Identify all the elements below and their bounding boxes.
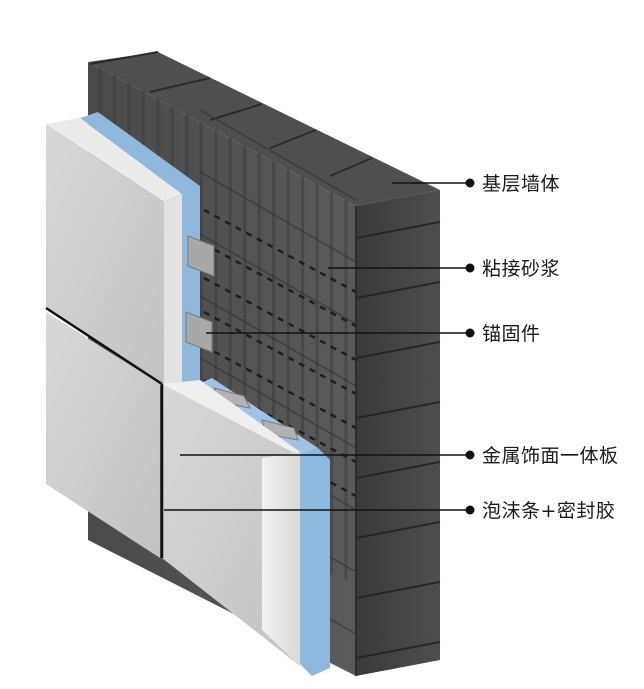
front-mortar-joint [199, 171, 357, 263]
side-mortar-joint [355, 461, 441, 479]
leader-dot-foam-sealant [465, 505, 475, 515]
insulation-lower [300, 448, 330, 676]
top-mortar-joint [269, 129, 317, 149]
label-base-wall: 基层墙体 [482, 173, 561, 195]
insulation-upper [80, 112, 200, 388]
side-mortar-joint [355, 341, 441, 359]
side-mortar-joint [355, 401, 441, 419]
upper-panel-top-edge [46, 118, 182, 202]
panel-joint-horizontal [45, 306, 163, 386]
front-mortar-joint [199, 233, 357, 325]
front-mortar-joint [199, 295, 357, 387]
wall-front-mortar-joints [89, 51, 373, 635]
label-foam-sealant: 泡沫条+密封胶 [482, 500, 616, 522]
label-bonding-mortar: 粘接砂浆 [482, 258, 561, 280]
base-wall-side-face [356, 190, 440, 676]
mortar-dash-row [203, 276, 357, 362]
top-mortar-joint [209, 103, 263, 121]
top-mortar-joint [329, 157, 373, 177]
upper-panel-front [46, 124, 164, 388]
left-lower-panel-front [46, 312, 160, 558]
lower-panel-side-edge [262, 452, 300, 666]
label-anchor: 锚固件 [482, 323, 541, 345]
side-mortar-joint [355, 641, 441, 659]
side-mortar-joint [355, 281, 441, 299]
leader-dot-base-wall [465, 178, 475, 188]
side-mortar-joint [355, 581, 441, 599]
leader-lines [164, 178, 475, 515]
mortar-dash-row [203, 208, 357, 294]
mortar-dash-row [203, 242, 357, 328]
mortar-dash-row [203, 310, 357, 396]
label-metal-panel: 金属饰面一体板 [482, 445, 619, 467]
front-mortar-joint [199, 357, 357, 449]
front-mortar-joint [199, 109, 357, 201]
leader-dot-anchor [465, 328, 475, 338]
mortar-dash-row [203, 344, 357, 430]
anchor-1 [187, 235, 215, 277]
top-mortar-joint [149, 77, 211, 93]
side-mortar-joint [355, 521, 441, 539]
side-mortar-joint [355, 221, 441, 239]
wall-side-mortar-joints [355, 206, 441, 676]
top-mortar-joint [89, 51, 159, 65]
anchor-2 [185, 311, 213, 353]
leader-dot-bonding-mortar [465, 263, 475, 273]
upper-panel-side-edge [164, 194, 182, 388]
leader-dot-panel [465, 450, 475, 460]
anchors [185, 235, 299, 441]
